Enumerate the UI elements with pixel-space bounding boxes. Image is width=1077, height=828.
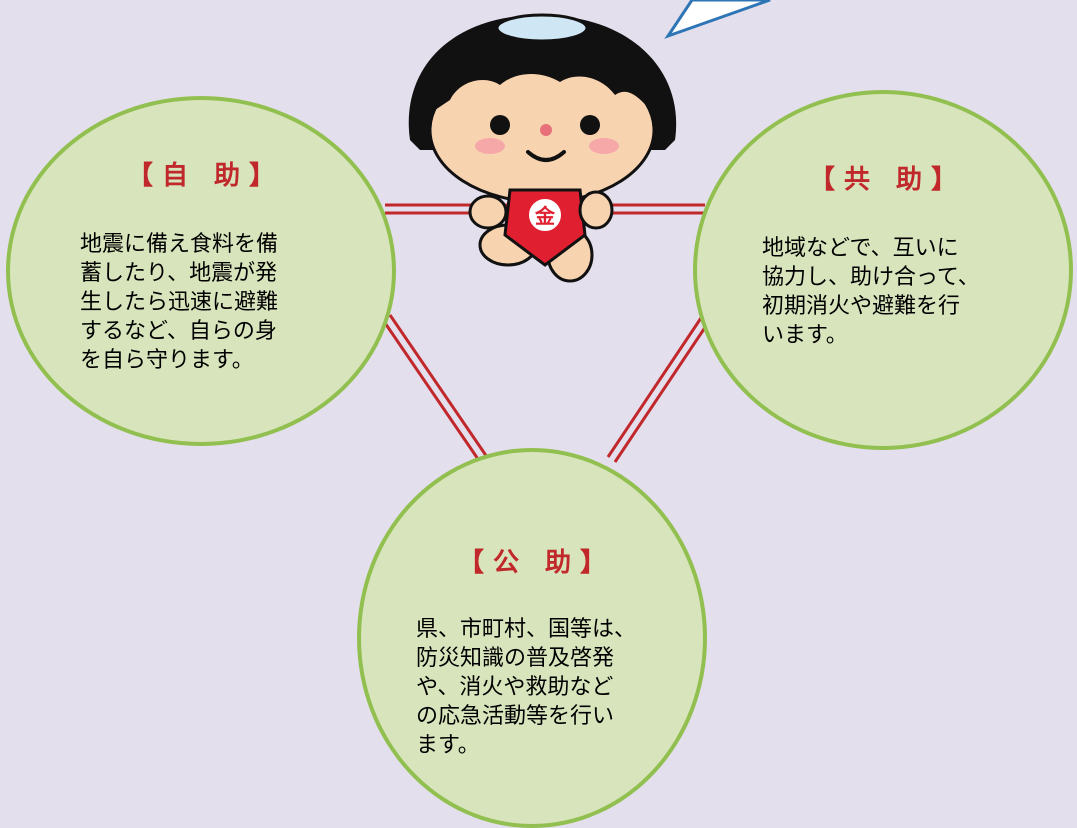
public-help-circle: 【 公 助 】 県、市町村、国等は、 防災知識の普及啓発 や、消火や救助など の… bbox=[357, 448, 707, 828]
self-help-circle: 【 自 助 】 地震に備え食料を備 蓄したり、地震が発 生したら迅速に避難 する… bbox=[6, 96, 396, 446]
mascot-eye-right bbox=[580, 115, 600, 135]
public-help-text: 県、市町村、国等は、 防災知識の普及啓発 や、消火や救助など の応急活動等を行い… bbox=[416, 617, 637, 758]
connector-mutual-public bbox=[606, 314, 712, 463]
public-help-title: 【 公 助 】 bbox=[457, 548, 607, 578]
mascot-illustration: 金 bbox=[408, 13, 677, 283]
mutual-help-circle: 【 共 助 】 地域などで、互いに 協力し、助け合って、 初期消火や避難を行 い… bbox=[693, 90, 1073, 450]
self-help-title: 【 自 助 】 bbox=[126, 161, 276, 191]
mascot-emblem bbox=[527, 197, 563, 233]
speech-bubble-tail bbox=[664, 0, 771, 39]
mutual-help-text: 地域などで、互いに 協力し、助け合って、 初期消火や避難を行 います。 bbox=[762, 236, 980, 348]
mascot-emblem-text: 金 bbox=[534, 204, 556, 228]
self-help-text: 地震に備え食料を備 蓄したり、地震が発 生したら迅速に避難 するなど、自らの身 … bbox=[80, 232, 279, 373]
mascot-eye-left bbox=[490, 115, 510, 135]
connector-self-public bbox=[381, 314, 489, 463]
mutual-help-title: 【 共 助 】 bbox=[808, 165, 958, 195]
